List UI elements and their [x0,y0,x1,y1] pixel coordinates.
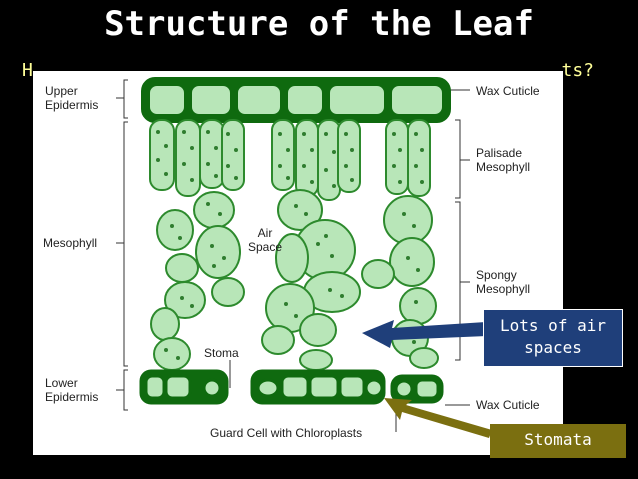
label-upper-epidermis: Upper Epidermis [45,84,99,112]
label-guard-cell: Guard Cell with Chloroplasts [210,426,363,440]
label-spongy-mesophyll: Spongy Mesophyll [476,268,531,296]
stomata-arrow [384,398,492,438]
palisade-cells [149,119,431,201]
label-mesophyll: Mesophyll [43,236,98,250]
callout-air-spaces: Lots of air spaces [483,309,623,367]
label-lower-epidermis: Lower Epidermis [45,376,99,404]
upper-epidermis-cells [141,77,451,123]
label-pointers [229,360,397,432]
lower-epidermis-cells [139,369,444,405]
left-brackets [116,79,128,411]
air-spaces-arrow [362,320,487,348]
right-brackets [445,89,470,406]
label-stoma: Stoma [204,346,239,360]
spongy-cells [150,189,439,371]
question-text-end: ts? [561,60,594,81]
label-wax-cuticle-top: Wax Cuticle [476,84,540,98]
label-palisade-mesophyll: Palisade Mesophyll [476,146,531,174]
question-text-start: H [22,60,33,81]
callout-stomata: Stomata [490,424,626,458]
slide-title: Structure of the Leaf [104,4,534,44]
label-air-space: Air Space [248,226,283,254]
label-wax-cuticle-bottom: Wax Cuticle [476,398,540,412]
